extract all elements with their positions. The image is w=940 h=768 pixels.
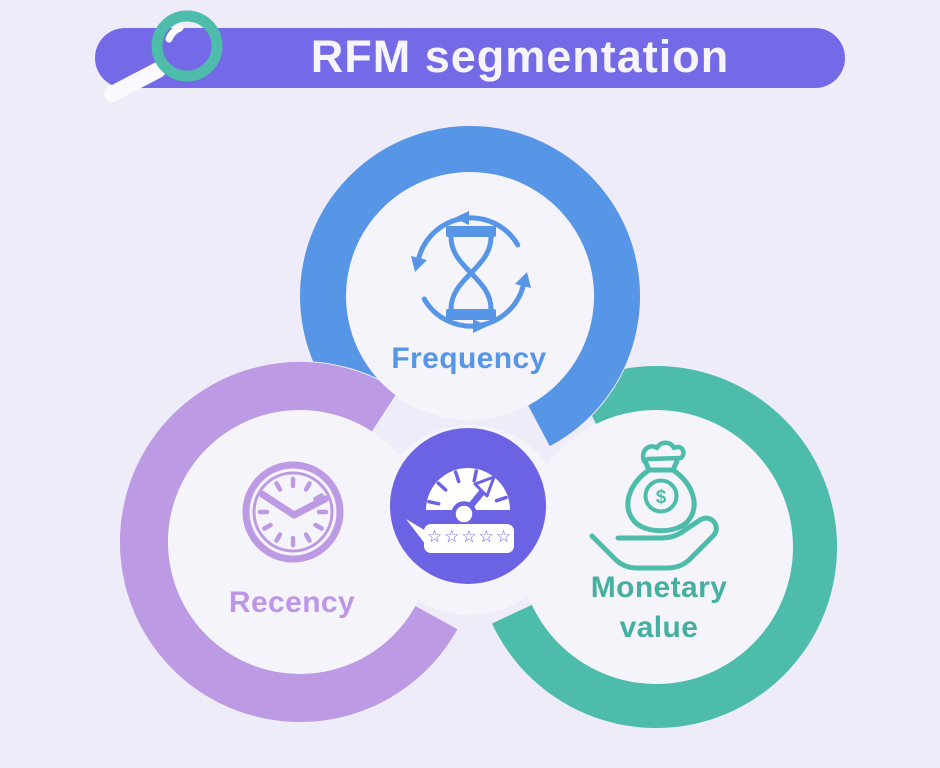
monetary-ring (491, 366, 837, 728)
gauge-rating-icon (390, 428, 546, 584)
clock-tick (262, 522, 273, 531)
money-bag-hand-icon: $ (589, 440, 719, 571)
clock-tick (303, 481, 312, 492)
hourglass-cycle-icon (411, 211, 531, 333)
clock-tick (313, 522, 324, 531)
frequency-ring (300, 126, 641, 447)
star-rating: ☆☆☆☆☆ (426, 527, 514, 546)
recency-ring (119, 362, 458, 722)
clock-tick (274, 532, 283, 543)
clock-tick (313, 493, 324, 502)
page-title: RFM segmentation (310, 31, 730, 82)
monetary-label: Monetary value (590, 571, 728, 644)
recency-label: Recency (228, 586, 356, 619)
frequency-label: Frequency (391, 342, 547, 375)
title-banner (95, 28, 845, 88)
rating-bubble (424, 524, 514, 553)
monetary-circle-interior (519, 410, 793, 684)
magnifier-icon (104, 10, 223, 102)
clock-icon (242, 461, 344, 563)
dollar-symbol: $ (656, 487, 667, 508)
clock-tick (303, 532, 312, 543)
frequency-circle-interior (346, 172, 594, 420)
rating-bubble-tail (406, 519, 426, 545)
clock-ticks (257, 476, 329, 548)
clock-tick (274, 481, 283, 492)
recency-circle-interior (168, 410, 432, 674)
